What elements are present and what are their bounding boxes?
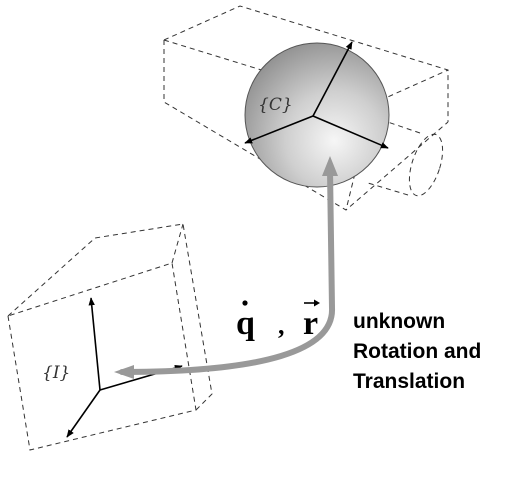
transform-arrowhead-top — [322, 156, 338, 176]
transform-arrow — [119, 167, 336, 375]
camera-sphere — [244, 42, 390, 188]
inertial-axes — [66, 297, 183, 438]
caption-line-1: unknown — [353, 310, 445, 333]
transform-arrowhead-left — [114, 365, 134, 379]
caption-line-2: Rotation and — [353, 340, 481, 363]
caption-line-3: Translation — [353, 370, 465, 393]
camera-axes — [244, 41, 389, 149]
vector-arrow-icon — [304, 299, 320, 307]
motion-symbols: q , r — [236, 299, 320, 342]
translation-symbol: r — [303, 305, 318, 342]
rotation-symbol: q — [236, 305, 255, 342]
inertial-box — [7, 223, 213, 451]
camera-frame-label: {C} — [258, 95, 293, 115]
inertial-frame-label: {I} — [42, 363, 70, 383]
rotation-dot — [242, 300, 248, 306]
separator: , — [278, 311, 285, 340]
